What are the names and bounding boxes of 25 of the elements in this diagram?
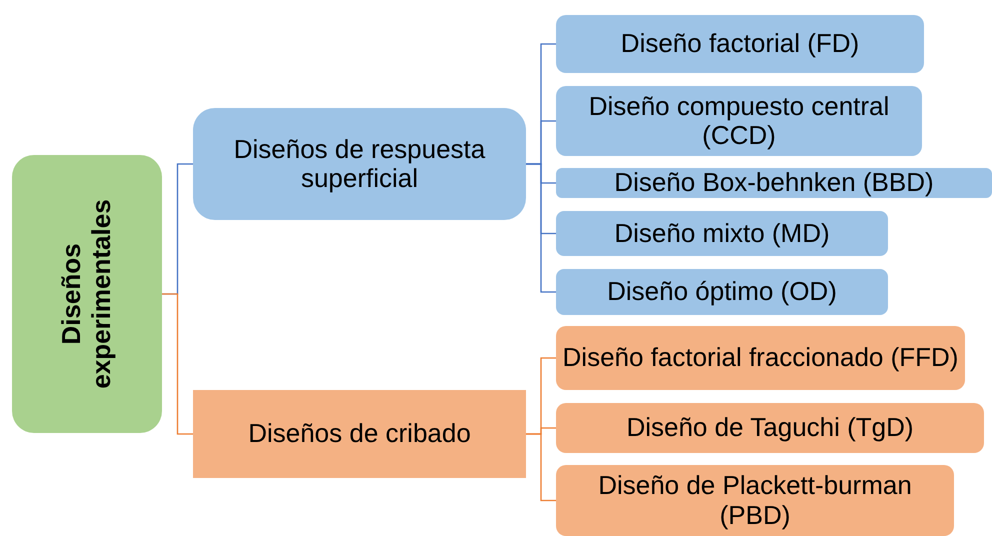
node-label: Diseño de Taguchi (TgD)	[626, 413, 914, 443]
root-label: Diseños experimentales	[57, 198, 117, 391]
node-label: Diseños de respuesta superficial	[232, 134, 486, 194]
design-box	[556, 86, 922, 156]
root-box	[12, 155, 162, 433]
node-label: Diseño Box-behnken (BBD)	[614, 168, 934, 198]
design-box	[556, 168, 992, 198]
node-label: Diseño mixto (MD)	[614, 218, 830, 248]
design-box	[193, 390, 526, 478]
node-label: Diseños de cribado	[248, 419, 471, 449]
node-label: Diseño factorial fraccionado (FFD)	[562, 343, 958, 373]
design-box	[556, 326, 965, 390]
node-label: Diseño compuesto central (CCD)	[588, 92, 890, 150]
connector-line	[526, 163, 556, 293]
node-label: Diseño factorial (FD)	[620, 29, 860, 59]
design-box	[556, 211, 888, 256]
design-box	[556, 403, 984, 453]
node-label: Diseño óptimo (OD)	[607, 277, 837, 307]
node-label: Diseño de Plackett-burman (PBD)	[597, 471, 913, 530]
design-box	[193, 108, 526, 220]
connector-line	[162, 293, 193, 435]
design-box	[556, 465, 954, 536]
design-box	[556, 15, 924, 73]
design-box	[556, 269, 888, 315]
connector-line	[526, 433, 556, 502]
